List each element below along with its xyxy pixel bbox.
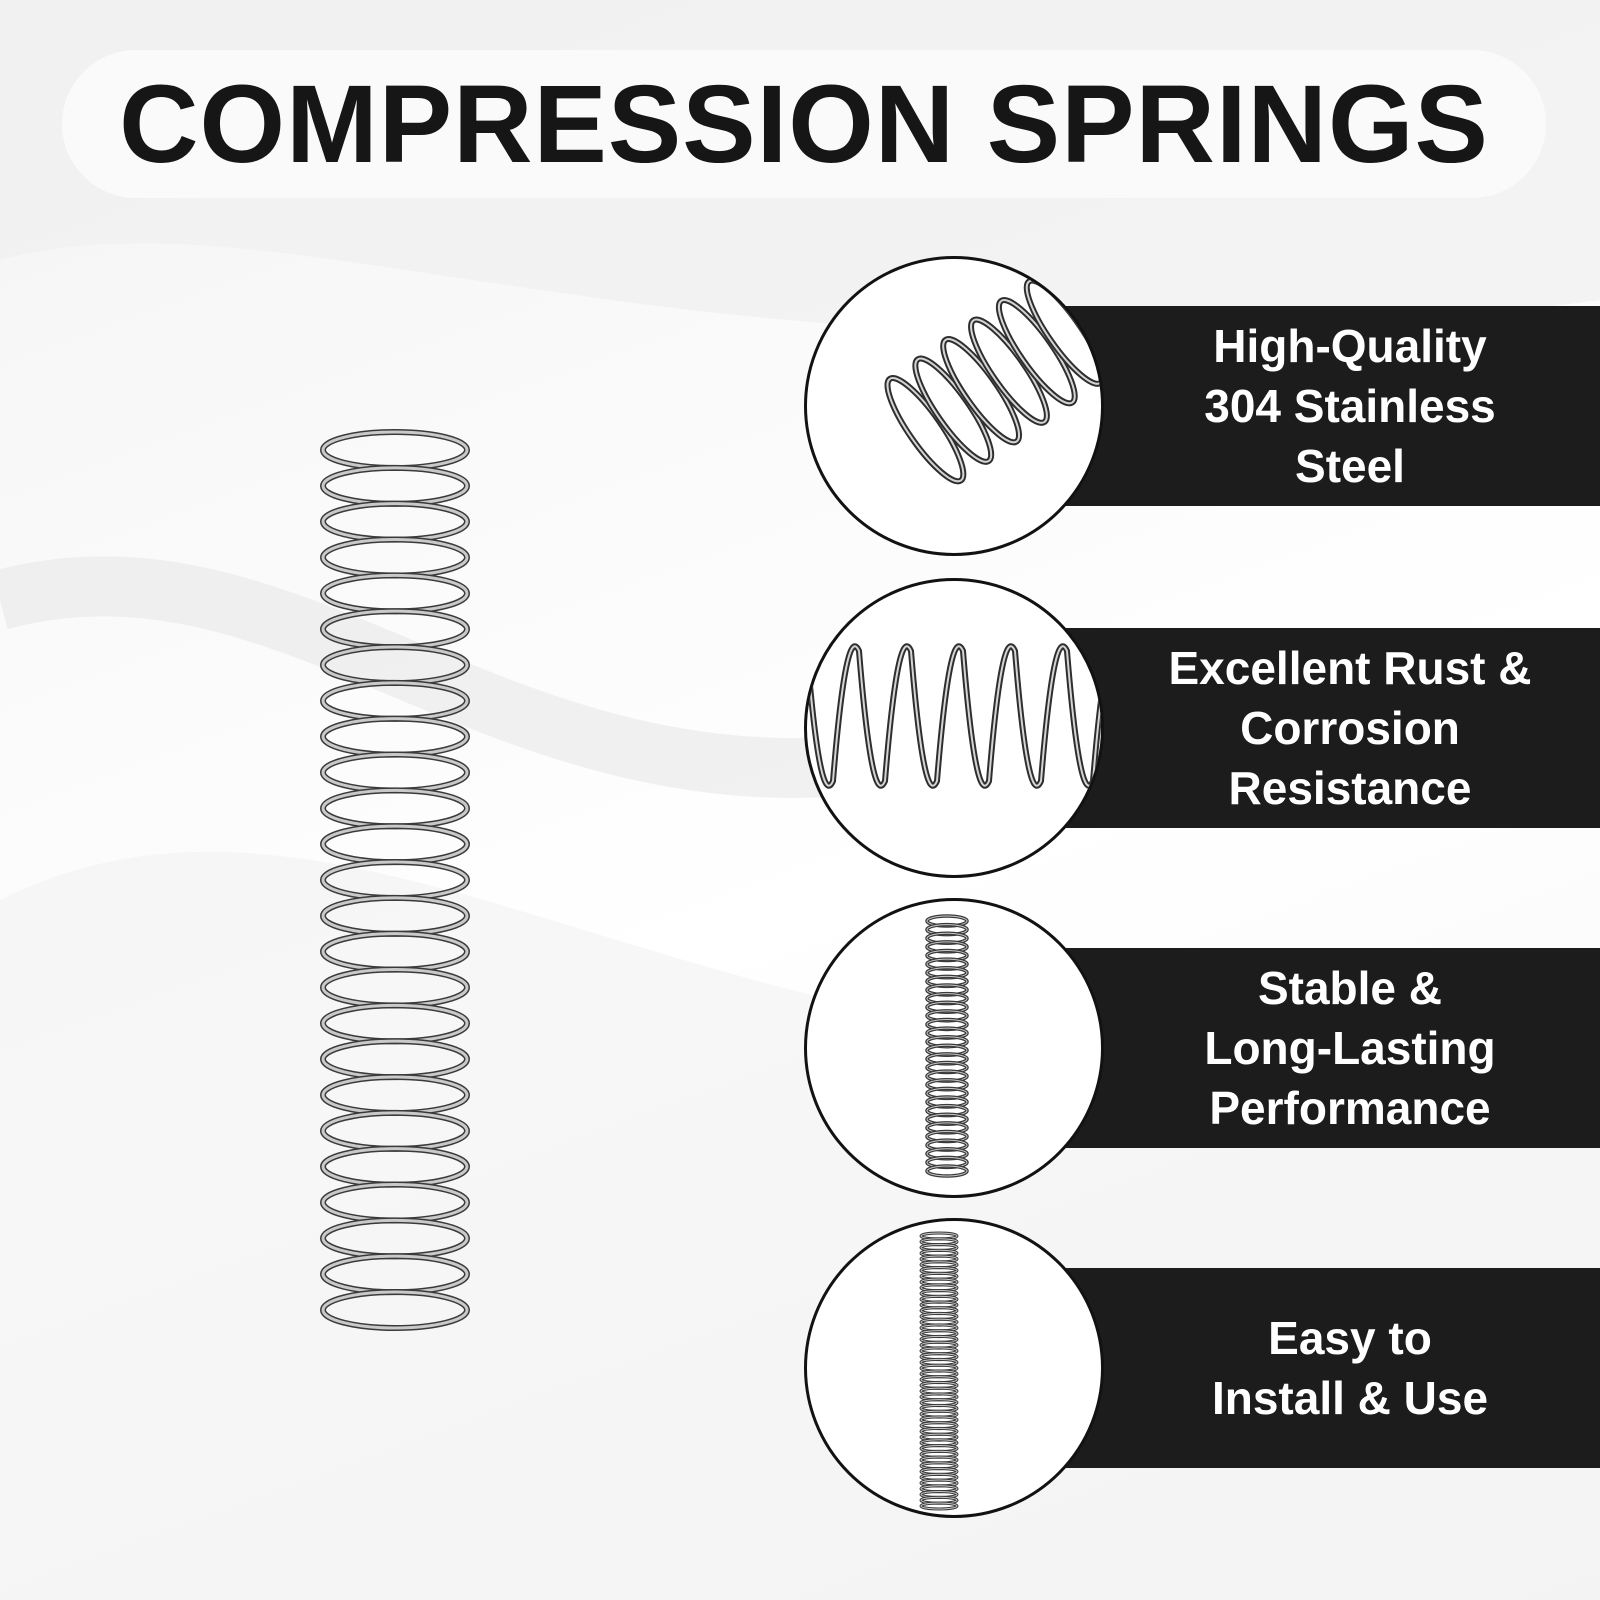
feature-material-text: High-Quality 304 Stainless Steel <box>1204 320 1496 492</box>
feature-banner-material: High-Quality 304 Stainless Steel <box>1060 306 1600 506</box>
main-spring-image <box>320 429 470 1331</box>
spring-closeup-icon <box>804 256 1104 556</box>
spring-side-icon <box>804 578 1104 878</box>
page-title: COMPRESSION SPRINGS <box>119 62 1489 186</box>
feature-banner-performance: Stable & Long-Lasting Performance <box>1060 948 1600 1148</box>
feature-banner-corrosion: Excellent Rust & Corrosion Resistance <box>1060 628 1600 828</box>
spring-thin-icon <box>804 898 1104 1198</box>
spring-fine-icon <box>804 1218 1104 1518</box>
feature-corrosion-text: Excellent Rust & Corrosion Resistance <box>1168 642 1532 814</box>
feature-banner-install: Easy to Install & Use <box>1060 1268 1600 1468</box>
feature-performance-text: Stable & Long-Lasting Performance <box>1204 962 1496 1134</box>
title-banner: COMPRESSION SPRINGS <box>62 50 1546 198</box>
feature-install-text: Easy to Install & Use <box>1211 1312 1489 1424</box>
